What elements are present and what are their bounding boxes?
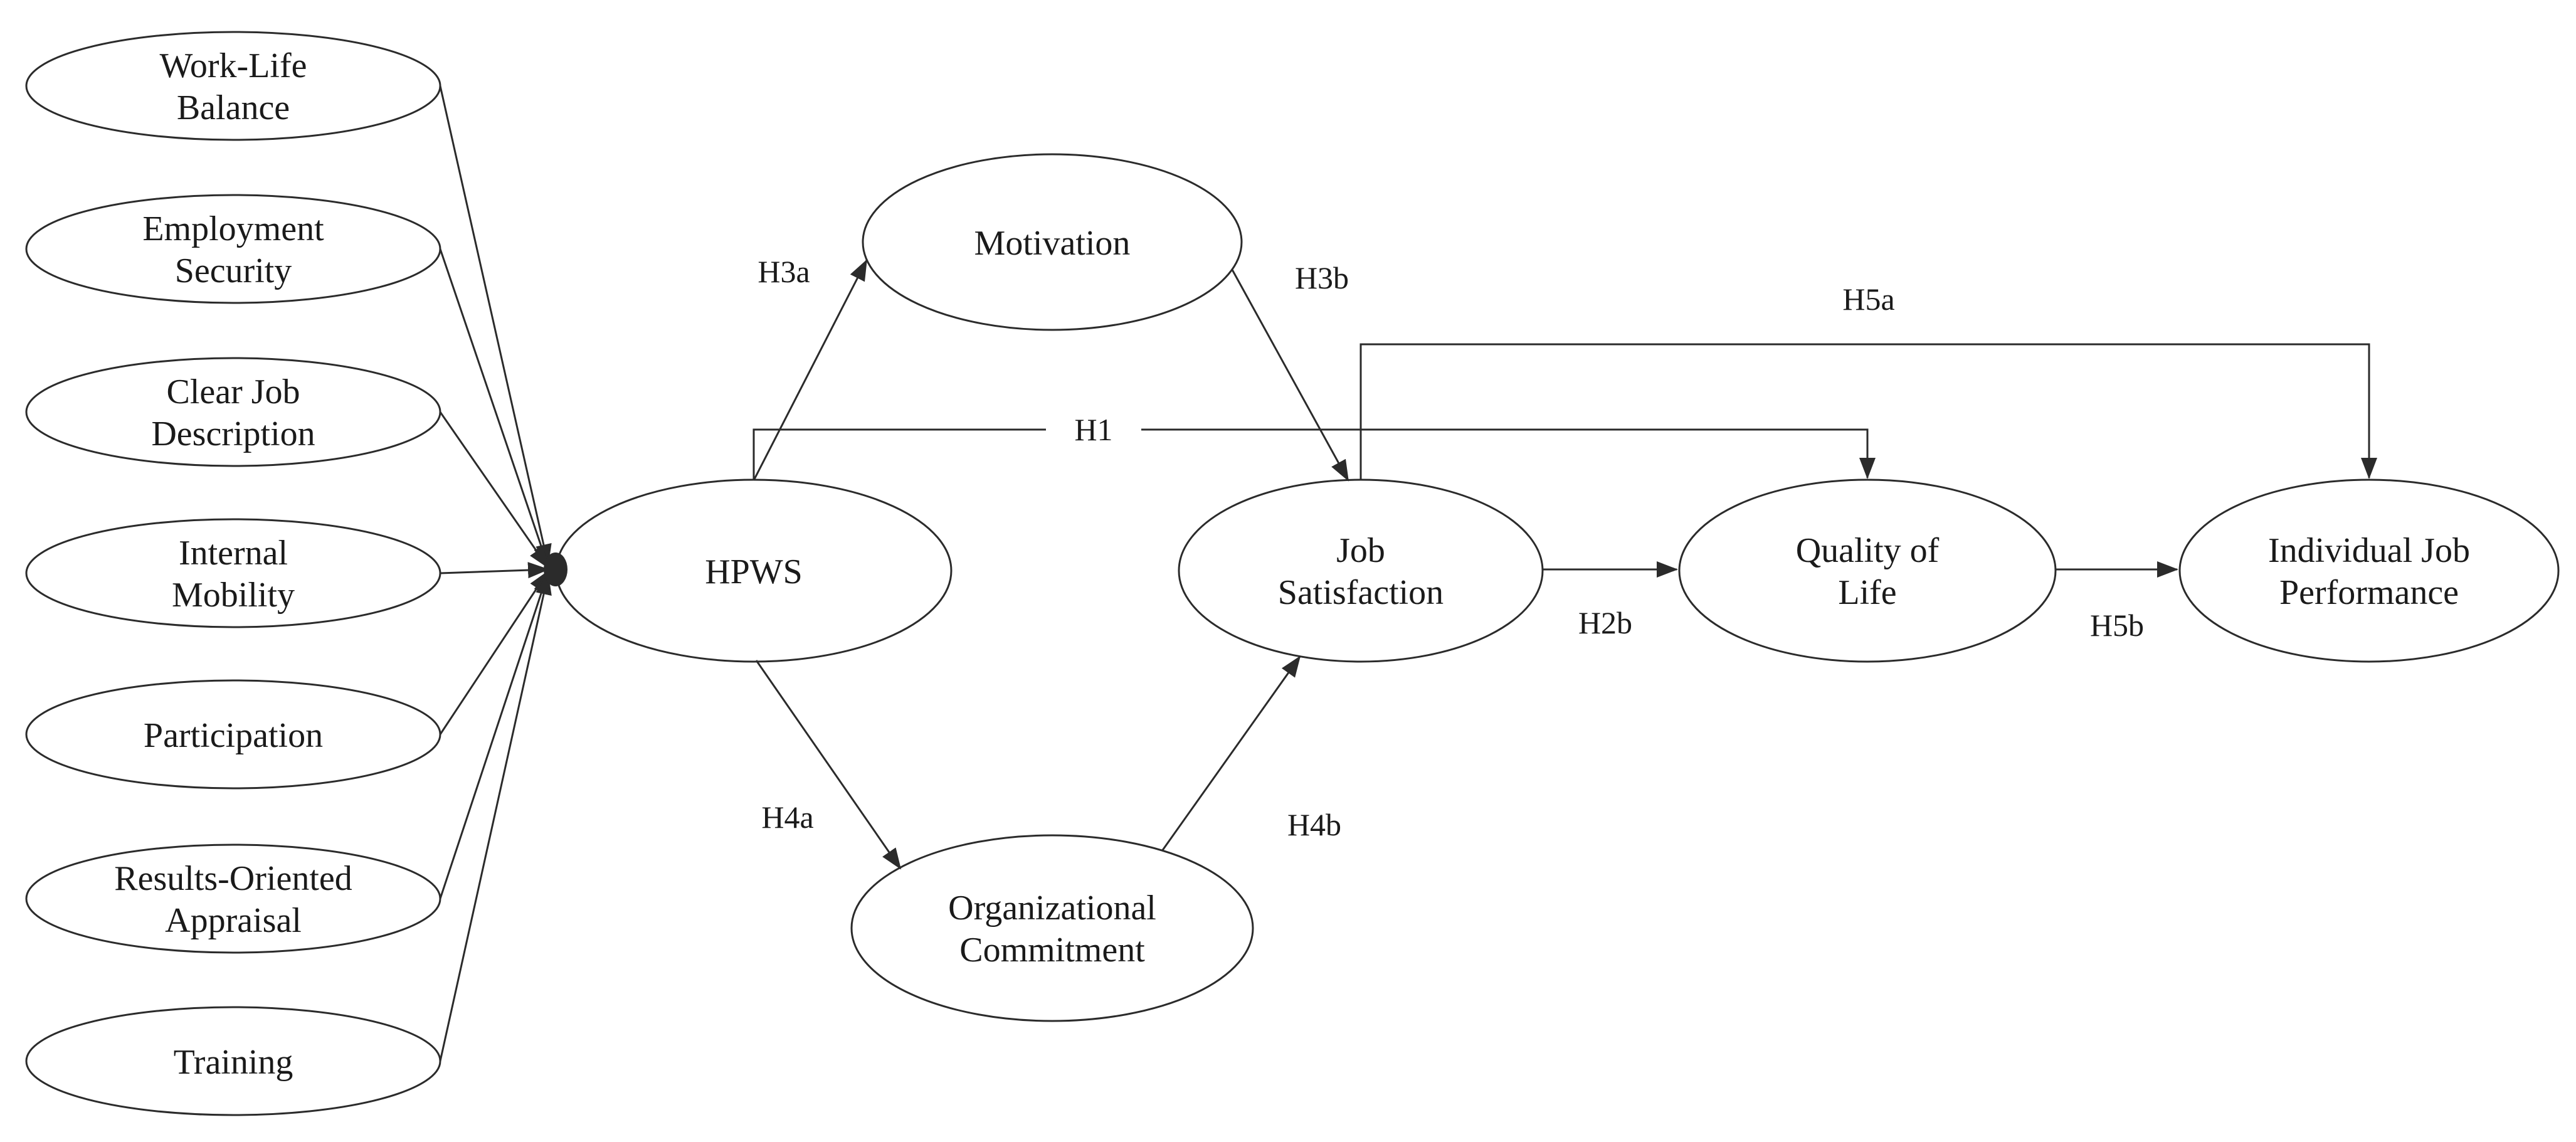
clear-job-description-label-line2: Description: [151, 415, 315, 453]
edge-results-oriented-appraisal-hpws: [439, 571, 550, 899]
edge-h4a-label: H4a: [761, 800, 813, 835]
edge-training-hpws: [439, 573, 552, 1062]
clear-job-description-label-line1: Clear Job: [166, 373, 300, 411]
edge-clear-job-description-hpws: [439, 411, 549, 569]
employment-security-label-line1: Employment: [142, 209, 324, 248]
work-life-balance-label-line1: Work-Life: [160, 46, 307, 85]
quality-of-life-label-line2: Life: [1838, 573, 1896, 612]
edge-h5a-label: H5a: [1842, 282, 1894, 317]
edge-h5b-label: H5b: [2090, 608, 2144, 643]
internal-mobility-label-line2: Mobility: [172, 576, 295, 615]
organizational-commitment-label-line1: Organizational: [948, 889, 1156, 928]
indicator-nodes: [25, 31, 441, 1116]
node-job-satisfaction-ellipse: [1178, 478, 1544, 663]
edge-h1-label: H1: [1074, 412, 1112, 447]
results-oriented-appraisal-label-line1: Results-Oriented: [114, 859, 352, 898]
edge-h1-line-right: [1141, 428, 1876, 479]
work-life-balance-label-line2: Balance: [177, 88, 290, 127]
edge-h3b-label: H3b: [1295, 260, 1349, 295]
results-oriented-appraisal-label-line2: Appraisal: [165, 901, 302, 940]
edge-h4a-line: [755, 660, 902, 870]
edge-h2b-label: H2b: [1578, 605, 1632, 640]
edge-h1-line-left: [752, 428, 1046, 480]
edge-h4b-label: H4b: [1287, 807, 1341, 842]
node-organizational-commitment-ellipse: [850, 834, 1254, 1022]
individual-job-performance-label-line2: Performance: [2279, 573, 2459, 612]
edge-participation-hpws: [439, 570, 549, 735]
edge-internal-mobility-hpws: [440, 562, 549, 579]
edge-work-life-balance-hpws: [439, 85, 552, 566]
construct-nodes: [555, 153, 2560, 1022]
edge-h4b-line: [1161, 655, 1301, 852]
employment-security-label-line2: Security: [175, 251, 292, 290]
internal-mobility-label-line1: Internal: [179, 534, 288, 573]
edge-h3b-line: [1231, 269, 1349, 482]
edge-h3a-label: H3a: [757, 254, 810, 289]
job-satisfaction-label-line1: Job: [1336, 531, 1385, 570]
node-motivation-ellipse: [862, 153, 1243, 331]
job-satisfaction-label-line2: Satisfaction: [1278, 573, 1444, 612]
training-label: Training: [174, 1043, 293, 1082]
node-individual-job-performance-ellipse: [2178, 478, 2560, 663]
node-labels: Work-Life Balance Employment Security Cl…: [114, 46, 2470, 1082]
edge-employment-security-hpws: [439, 248, 550, 568]
motivation-label: Motivation: [974, 224, 1131, 263]
arrowhead-cluster-blob: [544, 552, 567, 586]
edge-labels: H3a H3b H1 H5a H4a H4b H2b H5b: [757, 254, 2144, 842]
participation-label: Participation: [144, 716, 323, 755]
hpws-label: HPWS: [705, 552, 803, 591]
quality-of-life-label-line1: Quality of: [1796, 531, 1940, 570]
individual-job-performance-label-line1: Individual Job: [2268, 531, 2470, 570]
indicator-edges: [439, 85, 567, 1062]
structural-edges: [752, 259, 2377, 870]
node-quality-of-life-ellipse: [1678, 478, 2057, 663]
edge-h5a-line: [1359, 343, 2377, 480]
edge-h3a-line: [752, 259, 868, 481]
organizational-commitment-label-line2: Commitment: [959, 931, 1145, 970]
